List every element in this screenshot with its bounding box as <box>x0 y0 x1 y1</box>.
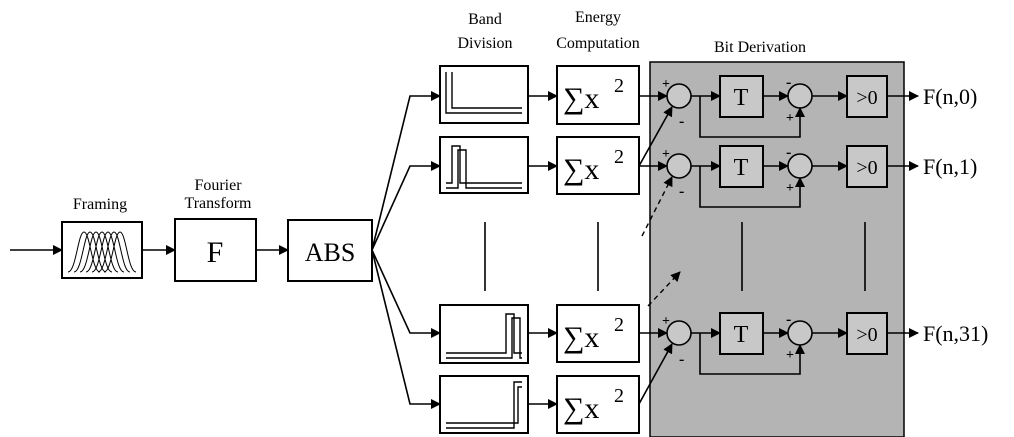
plus-sign-row1-b: + <box>786 181 794 196</box>
band-filter-0 <box>439 65 529 124</box>
energy-block-0: ∑x 2 <box>556 65 640 125</box>
minus-sign-row1-b: - <box>786 144 791 161</box>
minus-sign-row0-a: - <box>679 113 684 130</box>
delay-block-row1-label: T <box>734 155 749 181</box>
abs-block <box>287 219 373 282</box>
compare-block-row31 <box>846 312 888 355</box>
framing-block <box>61 221 143 279</box>
energy-block-0-exponent: 2 <box>614 75 624 97</box>
delay-block-row0 <box>719 75 764 118</box>
compare-block-row1-label: >0 <box>856 157 877 179</box>
subtract-node-row0-a <box>666 83 692 109</box>
abs-fanout-arrows <box>371 91 441 409</box>
band-filter-1 <box>439 136 529 194</box>
minus-sign-row31-a: - <box>679 351 684 368</box>
band-division-label-line1: Band <box>468 11 502 28</box>
plus-sign-row1-a: + <box>662 147 670 162</box>
minus-sign-row0-b: - <box>786 74 791 91</box>
bit-derivation-label: Bit Derivation <box>714 39 806 56</box>
energy-block-31: ∑x 2 <box>556 304 640 363</box>
delay-block-row0-label: T <box>734 85 749 111</box>
bit-derivation-row-31: + - T - + >0 F(n,31) <box>638 311 988 405</box>
energy-block-1-sigma: ∑x <box>563 153 599 186</box>
energy-block-0-sigma: ∑x <box>563 82 599 115</box>
output-label-row31: F(n,31) <box>923 321 988 346</box>
energy-block-32-exponent: 2 <box>614 385 624 407</box>
plus-sign-row0-b: + <box>786 111 794 126</box>
bit-derivation-row-1: + - T - + >0 F(n,1) <box>639 144 977 237</box>
framing-windows-icon <box>67 231 137 273</box>
compare-block-row31-label: >0 <box>856 324 877 346</box>
bit-derivation-region <box>649 61 905 437</box>
energy-computation-label-line2: Computation <box>556 35 640 52</box>
subtract-node-row31-b <box>787 320 813 346</box>
output-label-row0: F(n,0) <box>923 84 977 109</box>
energy-block-1: ∑x 2 <box>556 136 640 195</box>
energy-block-1-exponent: 2 <box>614 146 624 168</box>
subtract-node-row0-b <box>787 83 813 109</box>
energy-block-31-exponent: 2 <box>614 314 624 336</box>
framing-label: Framing <box>73 196 127 213</box>
energy-computation-label-line1: Energy <box>575 9 621 26</box>
plus-sign-row31-a: + <box>662 314 670 329</box>
plus-sign-row31-b: + <box>786 348 794 363</box>
subtract-node-row1-a <box>666 153 692 179</box>
fourier-label-line2: Transform <box>185 195 253 212</box>
band-division-label-line2: Division <box>457 35 512 52</box>
fourier-label-line1: Fourier <box>194 177 242 194</box>
minus-sign-row1-a: - <box>679 183 684 200</box>
delay-block-row31-label: T <box>734 322 749 348</box>
band-filter-31 <box>439 304 529 364</box>
fourier-block-label: F <box>207 236 224 269</box>
energy-block-32-sigma: ∑x <box>563 392 599 425</box>
minus-sign-row31-b: - <box>786 311 791 328</box>
band-filter-32 <box>439 375 529 434</box>
compare-block-row0-label: >0 <box>856 87 877 109</box>
plus-sign-row0-a: + <box>662 77 670 92</box>
abs-block-label: ABS <box>305 238 356 267</box>
subtract-node-row1-b <box>787 153 813 179</box>
bit-derivation-row-0: + - T - + >0 F(n,0) <box>638 74 977 167</box>
dashed-arrow-middle <box>647 271 681 307</box>
subtract-node-row31-a <box>666 320 692 346</box>
energy-block-32: ∑x 2 <box>556 375 640 434</box>
output-label-row1: F(n,1) <box>923 154 977 179</box>
energy-block-31-sigma: ∑x <box>563 321 599 354</box>
